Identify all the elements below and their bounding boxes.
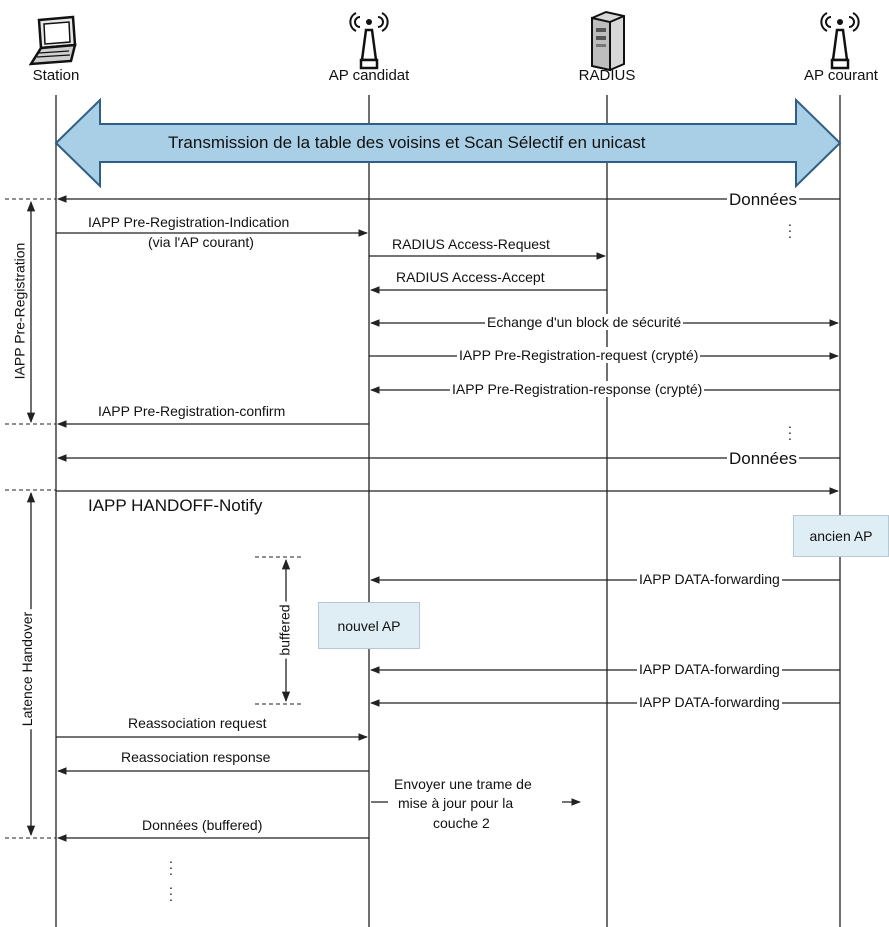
msg-data-fwd-1: IAPP DATA-forwarding <box>637 571 782 587</box>
phase-label-handover: Latence Handover <box>19 608 36 730</box>
msg-reassoc-response: Reassociation response <box>121 749 271 765</box>
banner-double-arrow <box>54 97 842 189</box>
laptop-icon <box>28 15 77 66</box>
msg-data-fwd-3: IAPP DATA-forwarding <box>637 694 782 710</box>
actor-label-radius: RADIUS <box>578 67 636 84</box>
msg-donnees-1: Données <box>727 190 800 210</box>
msg-data-fwd-2: IAPP DATA-forwarding <box>637 661 782 677</box>
msg-pre-reg-indication: IAPP Pre-Registration-Indication <box>88 214 290 230</box>
actor-label-station: Station <box>32 67 80 84</box>
phase-label-buffered: buffered <box>276 601 293 659</box>
server-icon <box>591 10 625 72</box>
msg-radius-accept: RADIUS Access-Accept <box>396 269 545 285</box>
msg-echange-securite: Echange d'un block de sécurité <box>485 314 684 330</box>
ellipsis: ... <box>788 415 792 443</box>
banner-text: Transmission de la table des voisins et … <box>168 133 646 152</box>
msg-pre-reg-response: IAPP Pre-Registration-response (crypté) <box>450 381 705 397</box>
phase-label-pre-registration: IAPP Pre-Registration <box>11 239 28 383</box>
ellipsis: ... <box>169 850 173 878</box>
ellipsis: ... <box>788 213 792 241</box>
antenna-icon <box>349 12 389 70</box>
msg-update-frame-line1: Envoyer une trame de <box>394 776 532 792</box>
msg-update-frame-line2: mise à jour pour la <box>398 795 514 811</box>
msg-pre-reg-indication-note: (via l'AP courant) <box>148 234 254 250</box>
msg-pre-reg-request: IAPP Pre-Registration-request (crypté) <box>457 347 701 363</box>
msg-reassoc-request: Reassociation request <box>128 715 267 731</box>
antenna-icon <box>820 12 860 70</box>
ancien-ap-box: ancien AP <box>793 515 889 557</box>
msg-donnees-2: Données <box>727 449 800 469</box>
actor-label-ap-candidat: AP candidat <box>328 67 410 84</box>
msg-donnees-buffered: Données (buffered) <box>142 817 263 833</box>
msg-update-frame-line3: couche 2 <box>433 815 490 831</box>
nouvel-ap-box: nouvel AP <box>318 602 420 649</box>
msg-pre-reg-confirm: IAPP Pre-Registration-confirm <box>98 403 286 419</box>
actor-label-ap-courant: AP courant <box>804 67 878 84</box>
msg-handoff-notify: IAPP HANDOFF-Notify <box>88 496 263 515</box>
msg-radius-request: RADIUS Access-Request <box>392 236 550 252</box>
ellipsis: ... <box>169 876 173 904</box>
